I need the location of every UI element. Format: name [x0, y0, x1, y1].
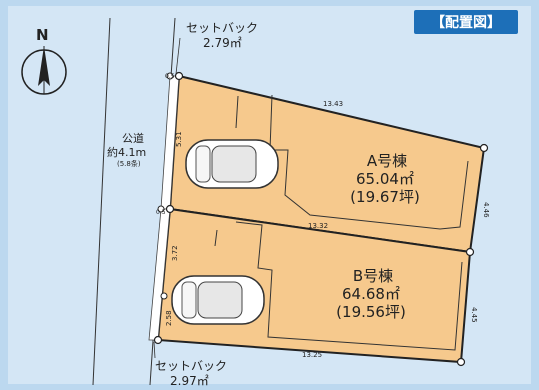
setback-bottom-leader — [153, 341, 156, 359]
road-label-line1: 公道 — [122, 131, 144, 145]
north-arrow-icon — [21, 46, 67, 95]
lot-b-name: B号棟 — [353, 267, 393, 285]
road-edge-left — [92, 17, 111, 386]
setback-top-leader — [175, 37, 181, 75]
fence-a — [235, 95, 239, 129]
plan-title-badge: 【配置図】 — [431, 14, 501, 31]
road-label-line3: (5.8条) — [117, 159, 141, 168]
lot-a-area-tsubo: (19.67坪) — [350, 188, 420, 206]
dim-top: 13.43 — [323, 100, 343, 108]
road-label-line2: 約4.1m — [107, 145, 146, 159]
lot-b-area-tsubo: (19.56坪) — [336, 303, 406, 321]
setback-bottom-line1: セットバック — [155, 359, 227, 373]
north-label: N — [36, 26, 49, 44]
corner-marker — [166, 72, 174, 80]
corner-marker — [174, 71, 184, 81]
dim-left-b-lower: 2.58 — [165, 310, 173, 326]
fence-b — [214, 229, 218, 247]
corner-marker — [153, 335, 163, 345]
dim-right-a: 4.46 — [482, 202, 490, 218]
corner-marker — [157, 205, 165, 213]
dim-bottom: 13.25 — [302, 351, 322, 359]
corner-marker — [165, 204, 175, 214]
lot-a-area-m2: 65.04㎡ — [356, 170, 414, 188]
corner-marker — [479, 143, 489, 153]
dim-left-a: 5.31 — [175, 131, 183, 147]
lot-b-area-m2: 64.68㎡ — [342, 285, 400, 303]
dim-setback-mid-width: 0.5 — [156, 209, 166, 216]
setback-top-line1: セットバック — [186, 21, 258, 35]
car-b-icon — [171, 275, 265, 325]
car-a-icon — [185, 139, 279, 189]
lot-a-name: A号棟 — [367, 152, 407, 170]
setback-bottom-line2: 2.97㎡ — [170, 374, 209, 388]
dim-right-b: 4.45 — [470, 307, 478, 323]
setback-top-line2: 2.79㎡ — [203, 36, 242, 50]
dim-setback-top-width: 0.5 — [165, 73, 175, 80]
corner-marker — [160, 292, 168, 300]
badge-background — [414, 10, 518, 34]
dim-middle: 13.32 — [308, 222, 328, 230]
corner-marker — [465, 247, 475, 257]
corner-marker — [456, 357, 466, 367]
building-b-outline — [235, 221, 463, 351]
dim-left-b: 3.72 — [171, 245, 179, 261]
